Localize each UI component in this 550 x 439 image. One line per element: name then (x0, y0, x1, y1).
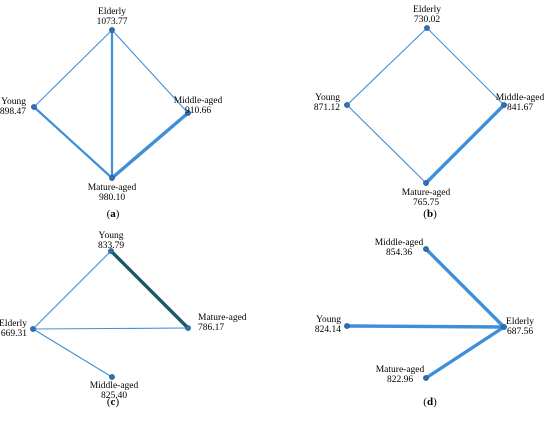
node-value-b-elderly: 730.02 (414, 15, 440, 25)
node-label-d-middle: Middle-aged (375, 238, 424, 248)
edge-a-elderly-middle (111, 29, 189, 114)
node-value-b-young: 871.12 (314, 103, 340, 113)
node-c-middle (109, 374, 115, 380)
node-label-a-mature: Mature-aged (88, 183, 137, 193)
node-d-middle (423, 246, 429, 252)
node-a-young (31, 104, 37, 110)
node-value-c-mature: 786.17 (198, 323, 224, 333)
edge-b-young-mature (346, 104, 427, 184)
node-value-c-middle: 825.40 (101, 391, 127, 401)
node-a-mature (109, 175, 115, 181)
edge-b-elderly-middle (426, 27, 505, 106)
node-value-d-middle: 854.36 (386, 248, 412, 258)
edge-c-young-mature (109, 249, 190, 330)
node-label-c-young: Young (99, 231, 124, 241)
edge-d-mature-elderly (424, 325, 506, 380)
edge-a-middle-mature (110, 111, 190, 180)
node-label-a-middle: Middle-aged (174, 96, 223, 106)
node-label-d-young: Young (316, 315, 341, 325)
node-label-c-elderly: Elderly (0, 319, 27, 329)
node-a-middle (185, 110, 191, 116)
node-c-young (108, 248, 114, 254)
node-label-b-mature: Mature-aged (402, 188, 451, 198)
node-value-b-middle: 841.67 (507, 103, 533, 113)
edge-d-middle-elderly (424, 247, 506, 329)
node-a-elderly (109, 27, 115, 33)
node-value-a-elderly: 1073.77 (97, 17, 128, 27)
edge-c-elderly-mature (32, 327, 189, 330)
node-label-b-elderly: Elderly (413, 5, 441, 15)
node-label-a-elderly: Elderly (98, 7, 126, 17)
node-b-middle (501, 102, 507, 108)
node-value-d-young: 824.14 (315, 325, 341, 335)
node-d-elderly (501, 324, 507, 330)
edge-b-elderly-young (346, 27, 428, 106)
node-b-young (344, 102, 350, 108)
node-label-b-young: Young (315, 93, 340, 103)
panel-caption-letter-d: d (427, 396, 433, 408)
panel-caption-a: (a) (107, 208, 120, 220)
node-d-young (344, 323, 350, 329)
node-d-mature (423, 375, 429, 381)
panel-caption-b: (b) (423, 208, 437, 220)
node-label-d-mature: Mature-aged (376, 365, 425, 375)
node-label-b-middle: Middle-aged (496, 93, 545, 103)
panel-caption-c: (c) (107, 396, 120, 408)
edge-a-elderly-young (33, 29, 113, 108)
node-value-c-elderly: 669.31 (1, 329, 27, 339)
node-label-c-middle: Middle-aged (90, 381, 139, 391)
panel-caption-letter-c: c (111, 396, 116, 408)
node-label-a-young: Young (1, 97, 26, 107)
node-label-c-mature: Mature-aged (198, 313, 247, 323)
node-value-a-young: 898.47 (0, 107, 26, 117)
node-c-mature (185, 325, 191, 331)
panel-caption-letter-b: b (427, 208, 433, 220)
panel-caption-d: (d) (423, 396, 437, 408)
node-label-d-elderly: Elderly (506, 317, 534, 327)
edge-c-young-elderly (32, 250, 112, 330)
edge-c-elderly-middle (32, 328, 113, 378)
panel-caption-letter-a: a (110, 208, 116, 220)
node-value-d-mature: 822.96 (387, 375, 413, 385)
node-c-elderly (30, 326, 36, 332)
node-value-a-mature: 980.10 (99, 193, 125, 203)
node-value-c-young: 833.79 (98, 241, 124, 251)
edge-d-young-elderly (345, 324, 506, 329)
edge-b-middle-mature (424, 103, 506, 185)
node-value-d-elderly: 687.56 (507, 327, 533, 337)
node-value-a-middle: 910.66 (185, 106, 211, 116)
node-b-mature (423, 180, 429, 186)
node-value-b-mature: 765.75 (413, 198, 439, 208)
node-b-elderly (424, 25, 430, 31)
edge-a-young-mature (32, 105, 114, 180)
